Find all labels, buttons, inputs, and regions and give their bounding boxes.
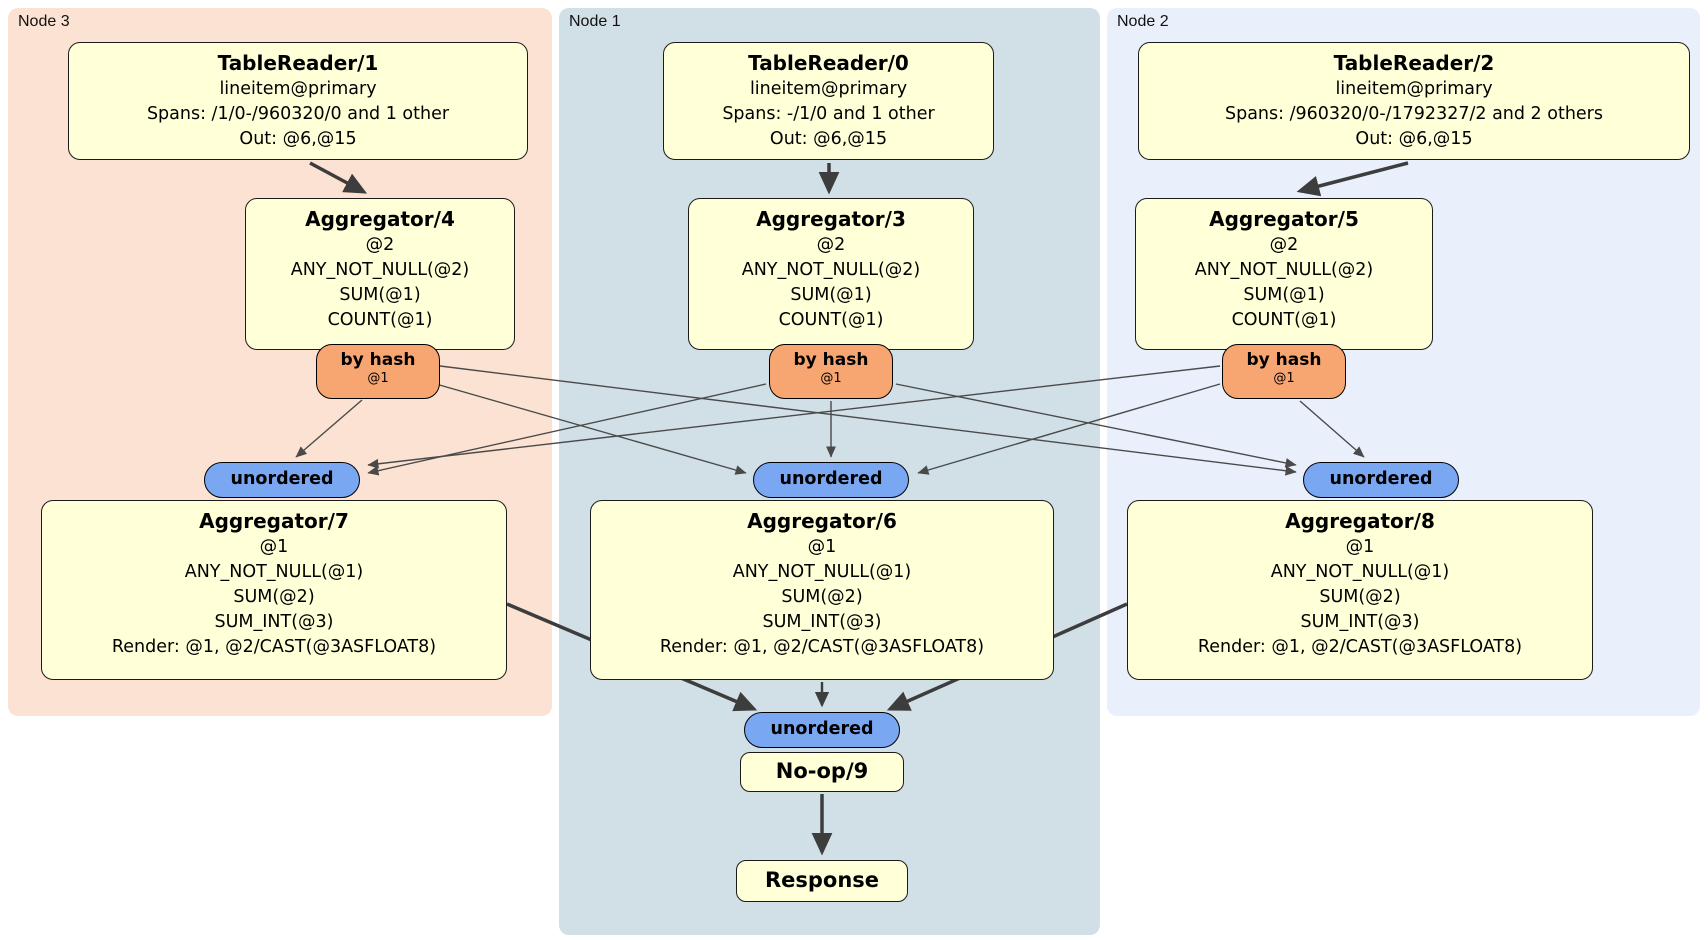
processor-tablereader-2: TableReader/2 lineitem@primary Spans: /9… xyxy=(1138,42,1690,160)
processor-detail: ANY_NOT_NULL(@1) xyxy=(184,562,364,582)
processor-detail: Spans: /1/0-/960320/0 and 1 other xyxy=(146,104,450,124)
processor-detail: Spans: /960320/0-/1792327/2 and 2 others xyxy=(1224,104,1603,124)
processor-detail: Out: @6,@15 xyxy=(769,129,888,149)
router-key: @1 xyxy=(1273,371,1295,386)
processor-aggregator-7: Aggregator/7 @1 ANY_NOT_NULL(@1) SUM(@2)… xyxy=(41,500,507,680)
processor-detail: @2 xyxy=(1269,235,1299,255)
sync-unordered-node2: unordered xyxy=(1303,462,1459,498)
processor-detail: COUNT(@1) xyxy=(1231,310,1337,330)
region-label-node3: Node 3 xyxy=(18,13,70,30)
processor-detail: SUM(@2) xyxy=(1319,587,1401,607)
processor-aggregator-4: Aggregator/4 @2 ANY_NOT_NULL(@2) SUM(@1)… xyxy=(245,198,515,350)
processor-aggregator-5: Aggregator/5 @2 ANY_NOT_NULL(@2) SUM(@1)… xyxy=(1135,198,1433,350)
edge-hash3-sync1 xyxy=(435,383,747,475)
edge-tr2-agg5 xyxy=(1296,161,1409,197)
processor-title: Aggregator/6 xyxy=(747,509,897,533)
processor-tablereader-0: TableReader/0 lineitem@primary Spans: -/… xyxy=(663,42,994,160)
processor-detail: lineitem@primary xyxy=(1335,79,1493,99)
edge-tr1-agg4 xyxy=(309,161,368,194)
response-node: Response xyxy=(736,860,908,902)
processor-detail: Out: @6,@15 xyxy=(239,129,357,149)
processor-detail: ANY_NOT_NULL(@2) xyxy=(290,260,470,280)
processor-detail: Spans: -/1/0 and 1 other xyxy=(722,104,935,124)
processor-tablereader-1: TableReader/1 lineitem@primary Spans: /1… xyxy=(68,42,528,160)
processor-aggregator-3: Aggregator/3 @2 ANY_NOT_NULL(@2) SUM(@1)… xyxy=(688,198,974,350)
processor-title: TableReader/0 xyxy=(748,51,909,75)
processor-title: Aggregator/3 xyxy=(756,207,906,231)
processor-detail: Out: @6,@15 xyxy=(1355,129,1473,149)
processor-detail: @2 xyxy=(816,235,846,255)
region-label-node1: Node 1 xyxy=(569,13,621,30)
edge-hash1-sync3 xyxy=(367,383,767,476)
processor-detail: @1 xyxy=(259,537,289,557)
processor-title: Aggregator/7 xyxy=(199,509,349,533)
processor-detail: ANY_NOT_NULL(@1) xyxy=(1270,562,1450,582)
processor-detail: @1 xyxy=(1345,537,1375,557)
processor-detail: @1 xyxy=(807,537,837,557)
processor-detail: SUM_INT(@3) xyxy=(762,612,882,632)
edge-hash2-sync1 xyxy=(917,383,1221,475)
edge-hash2-sync3 xyxy=(367,365,1221,469)
router-label: by hash xyxy=(340,350,416,370)
processor-title: Aggregator/8 xyxy=(1285,509,1435,533)
processor-detail: COUNT(@1) xyxy=(778,310,884,330)
processor-aggregator-8: Aggregator/8 @1 ANY_NOT_NULL(@1) SUM(@2)… xyxy=(1127,500,1593,680)
processor-detail: Render: @1, @2/CAST(@3ASFLOAT8) xyxy=(659,637,985,657)
router-by-hash-node2: by hash @1 xyxy=(1222,344,1346,399)
router-label: by hash xyxy=(793,350,869,370)
processor-detail: SUM(@1) xyxy=(790,285,872,305)
sync-unordered-node3: unordered xyxy=(204,462,360,498)
router-by-hash-node3: by hash @1 xyxy=(316,344,440,399)
processor-detail: SUM(@2) xyxy=(781,587,863,607)
processor-detail: SUM(@1) xyxy=(1243,285,1325,305)
router-label: by hash xyxy=(1246,350,1322,370)
processor-detail: Render: @1, @2/CAST(@3ASFLOAT8) xyxy=(111,637,437,657)
edge-hash3-sync2 xyxy=(439,365,1297,476)
processor-detail: SUM(@2) xyxy=(233,587,315,607)
processor-detail: lineitem@primary xyxy=(749,79,908,99)
processor-detail: COUNT(@1) xyxy=(327,310,433,330)
sync-unordered-final: unordered xyxy=(744,712,900,748)
router-key: @1 xyxy=(367,371,389,386)
processor-detail: lineitem@primary xyxy=(219,79,377,99)
router-by-hash-node1: by hash @1 xyxy=(769,344,893,399)
processor-detail: SUM_INT(@3) xyxy=(1300,612,1420,632)
processor-detail: ANY_NOT_NULL(@2) xyxy=(741,260,921,280)
processor-title: Aggregator/5 xyxy=(1209,207,1359,231)
processor-title: TableReader/1 xyxy=(217,51,379,75)
processor-detail: ANY_NOT_NULL(@2) xyxy=(1194,260,1374,280)
processor-noop-9: No-op/9 xyxy=(740,752,904,792)
processor-detail: Render: @1, @2/CAST(@3ASFLOAT8) xyxy=(1197,637,1523,657)
processor-detail: ANY_NOT_NULL(@1) xyxy=(732,562,912,582)
edge-hash3-sync3 xyxy=(295,399,363,458)
processor-detail: SUM(@1) xyxy=(339,285,421,305)
processor-aggregator-6: Aggregator/6 @1 ANY_NOT_NULL(@1) SUM(@2)… xyxy=(590,500,1054,680)
edge-hash2-sync2 xyxy=(1299,400,1365,458)
sync-unordered-node1: unordered xyxy=(753,462,909,498)
router-edges xyxy=(295,365,1365,476)
edge-hash1-sync2 xyxy=(895,383,1297,468)
processor-title: TableReader/2 xyxy=(1333,51,1495,75)
processor-detail: @2 xyxy=(365,235,395,255)
region-label-node2: Node 2 xyxy=(1117,13,1169,30)
router-key: @1 xyxy=(820,371,842,386)
processor-title: Aggregator/4 xyxy=(305,207,455,231)
processor-detail: SUM_INT(@3) xyxy=(214,612,334,632)
